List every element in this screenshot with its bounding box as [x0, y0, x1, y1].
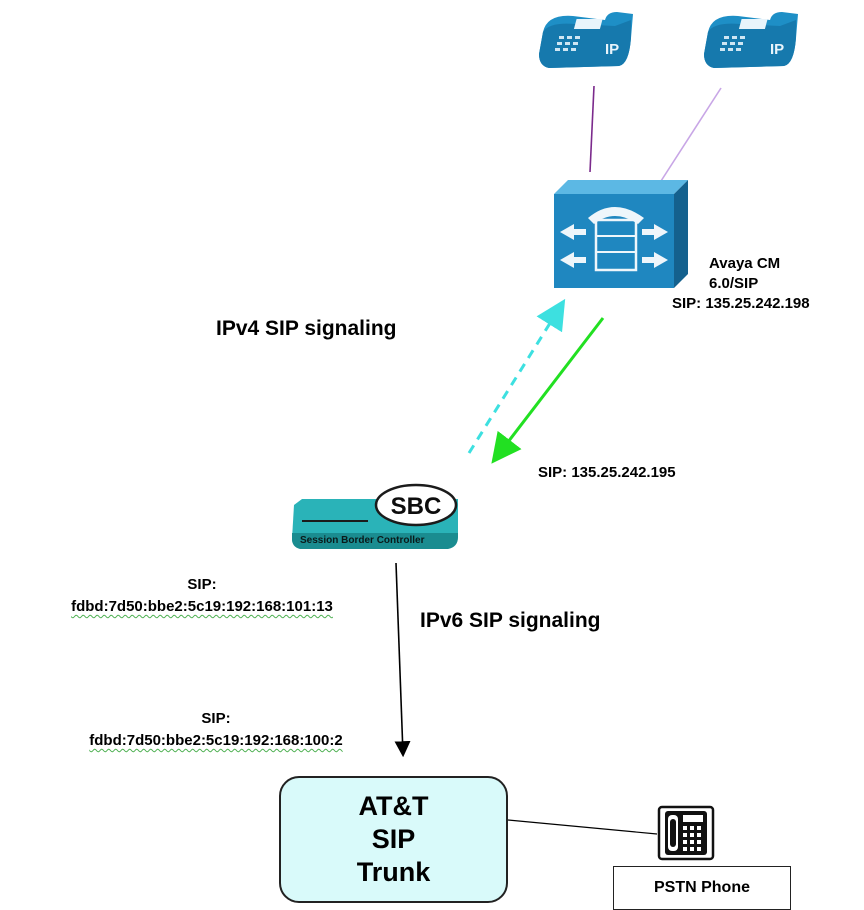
- avaya-cm-sip-address: SIP: 135.25.242.198: [672, 295, 810, 312]
- pstn-line: [507, 819, 658, 835]
- phone2-line: [660, 87, 722, 182]
- sbc-icon: Session Border Controller SBC: [292, 483, 458, 549]
- sbc-ipv6-address-block: SIP: fdbd:7d50:bbe2:5c19:192:168:101:13: [34, 574, 370, 618]
- avaya-cm-version: 6.0/SIP: [709, 275, 759, 292]
- phone1-line: [589, 85, 595, 173]
- trunk-line-3: Trunk: [356, 857, 431, 887]
- ip-phone-icon: IP: [704, 12, 798, 68]
- sbc-ipv6-address: fdbd:7d50:bbe2:5c19:192:168:101:13: [71, 598, 333, 615]
- svg-text:IP: IP: [605, 41, 619, 58]
- sbc-ipv6-prefix: SIP:: [187, 576, 217, 593]
- att-sip-trunk: AT&T SIP Trunk: [279, 776, 508, 903]
- trunk-address-prefix: SIP:: [201, 710, 231, 727]
- pstn-phone-icon: [657, 805, 715, 861]
- trunk-line-2: SIP: [371, 824, 416, 854]
- ipv6-signaling-label: IPv6 SIP signaling: [420, 609, 601, 632]
- ipv4-signaling-label: IPv4 SIP signaling: [216, 317, 397, 340]
- sbc-ipv4-address: SIP: 135.25.242.195: [538, 464, 676, 481]
- svg-text:IP: IP: [770, 41, 784, 58]
- trunk-line-1: AT&T: [358, 791, 429, 821]
- sbc-badge: SBC: [391, 493, 442, 520]
- ip-phone-icon: IP: [539, 12, 633, 68]
- ipv6-arrow: [394, 562, 411, 758]
- pstn-phone-label: PSTN Phone: [613, 866, 791, 910]
- avaya-cm-label: Avaya CM 6.0/SIP SIP: 135.25.242.198: [672, 254, 810, 314]
- avaya-cm-name: Avaya CM: [709, 255, 781, 272]
- avaya-cm-icon: [554, 180, 688, 288]
- trunk-address-block: SIP: fdbd:7d50:bbe2:5c19:192:168:100:2: [30, 708, 402, 752]
- ipv4-green-arrow: [491, 317, 605, 464]
- trunk-address: fdbd:7d50:bbe2:5c19:192:168:100:2: [89, 732, 343, 749]
- ipv4-dashed-arrow: [467, 298, 566, 454]
- sbc-caption: Session Border Controller: [300, 535, 425, 546]
